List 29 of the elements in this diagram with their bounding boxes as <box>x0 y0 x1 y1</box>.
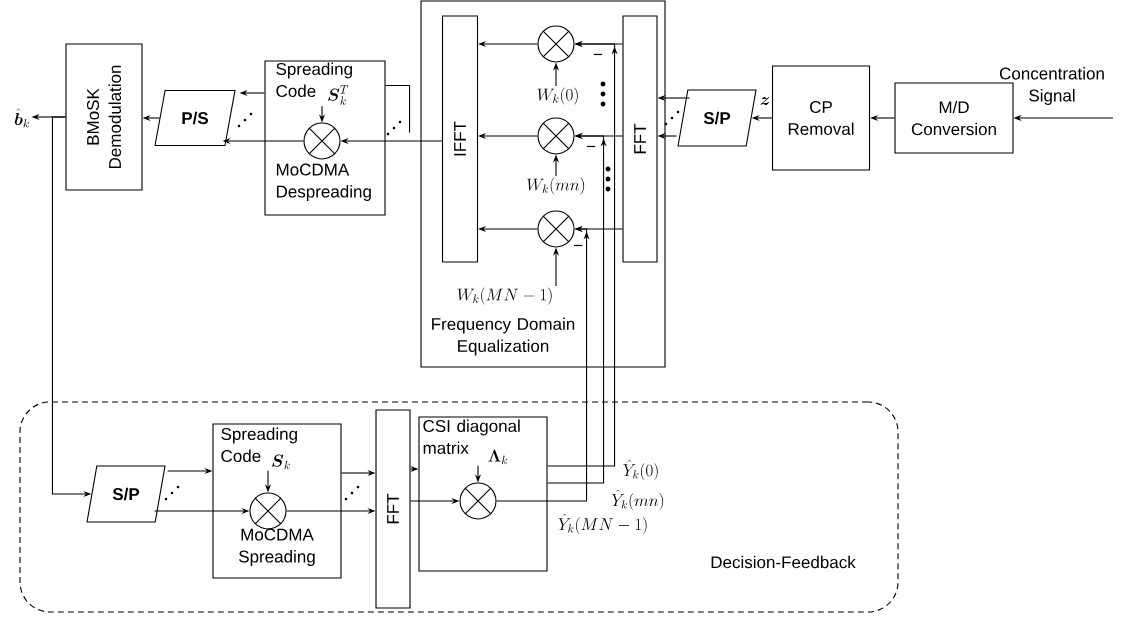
minus-sign: − <box>573 244 583 247</box>
process-block: CP Removal <box>771 65 871 171</box>
math-label: $\hat{Y}_k(MN-1)$ <box>558 513 647 535</box>
process-block: M/D Conversion <box>894 82 1014 154</box>
multiplier-symbol <box>249 492 287 530</box>
multiplier-symbol <box>537 117 575 155</box>
math-label: $\hat{Y}_k(0)$ <box>623 459 658 481</box>
math-label: $\hat{\boldsymbol{b}}_k$ <box>14 108 29 128</box>
math-label: $\boldsymbol{\Lambda}_k$ <box>488 449 508 465</box>
edge-label: $\boldsymbol{z}$ <box>760 97 770 105</box>
multiplier-symbol <box>537 210 575 248</box>
math-label: $\boldsymbol{S}_k$ <box>272 454 290 470</box>
multiplier-symbol <box>537 25 575 63</box>
multiplier-symbol <box>303 122 341 160</box>
converter-block: S/P <box>677 89 757 147</box>
math-label: $\boldsymbol{S}_k^T$ <box>328 85 349 105</box>
converter-block: P/S <box>154 89 236 147</box>
transform-block: FFT <box>622 15 658 263</box>
multiplier-symbol <box>459 482 497 520</box>
math-label: $\hat{Y}_k(mn)$ <box>611 489 664 511</box>
minus-sign: − <box>593 53 603 56</box>
transform-block: IFFT <box>441 15 479 263</box>
minus-sign: − <box>586 145 596 148</box>
converter-block: S/P <box>86 465 166 523</box>
transform-block: BMoSK Demodulation <box>65 43 143 191</box>
math-label: $W_k(0)$ <box>537 87 578 105</box>
math-label: $W_k(mn)$ <box>527 177 585 195</box>
math-label: $W_k(MN-1)$ <box>457 287 552 305</box>
transform-block: FFT <box>375 409 411 609</box>
